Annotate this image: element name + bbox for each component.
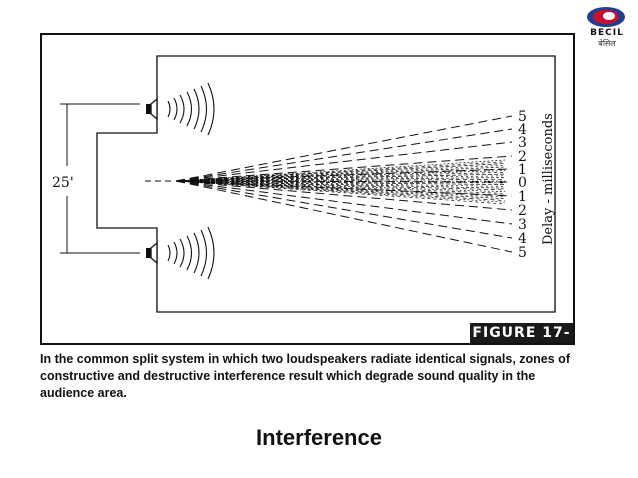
figure-caption: In the common split system in which two … (40, 352, 570, 400)
figure-frame (40, 33, 575, 345)
loudspeaker-bottom-icon (146, 241, 158, 265)
fan-line (175, 163, 506, 182)
delay-tick-upper-1: 1 (518, 162, 527, 178)
delay-tick-upper-4: 4 (518, 122, 527, 138)
wavefronts-bottom (167, 226, 215, 280)
delay-axis-title: Delay - milliseconds (541, 113, 556, 245)
logo-wordmark: BECIL (590, 28, 624, 38)
fan-line (175, 159, 506, 182)
loudspeaker-top-icon (146, 97, 158, 121)
fan-line (175, 179, 506, 182)
fan-line (175, 180, 506, 205)
logo-wordmark-hindi: बेसिल (598, 39, 616, 48)
fan-line (175, 180, 506, 201)
fan-line (175, 173, 506, 182)
fan-line (175, 180, 506, 193)
delay-tick-lower-3: 3 (518, 217, 527, 233)
fan-line (175, 180, 506, 191)
delay-tick-center-0: 0 (518, 175, 527, 191)
dimension-25ft (60, 103, 140, 254)
slide-title: Interference (256, 425, 382, 450)
wavefronts-top (167, 82, 215, 136)
room-outline (96, 55, 556, 313)
fan-line (175, 170, 506, 182)
delay-tick-lower-2: 2 (518, 203, 527, 219)
dimension-label: 25' (52, 175, 74, 191)
delay-tick-lower-1: 1 (518, 189, 527, 205)
interference-fan-dense (175, 159, 506, 205)
figure-label: FIGURE 17-12 (470, 323, 573, 361)
fan-line (175, 180, 506, 196)
becil-logo-icon (587, 7, 625, 27)
fan-line (175, 180, 506, 203)
delay-tick-lower-5: 5 (518, 245, 527, 261)
fan-line (175, 180, 506, 185)
delay-tick-upper-5: 5 (518, 109, 527, 125)
delay-rays (175, 115, 513, 253)
delay-tick-upper-2: 2 (518, 149, 527, 165)
delay-tick-lower-4: 4 (518, 231, 527, 247)
delay-tick-upper-3: 3 (518, 135, 527, 151)
